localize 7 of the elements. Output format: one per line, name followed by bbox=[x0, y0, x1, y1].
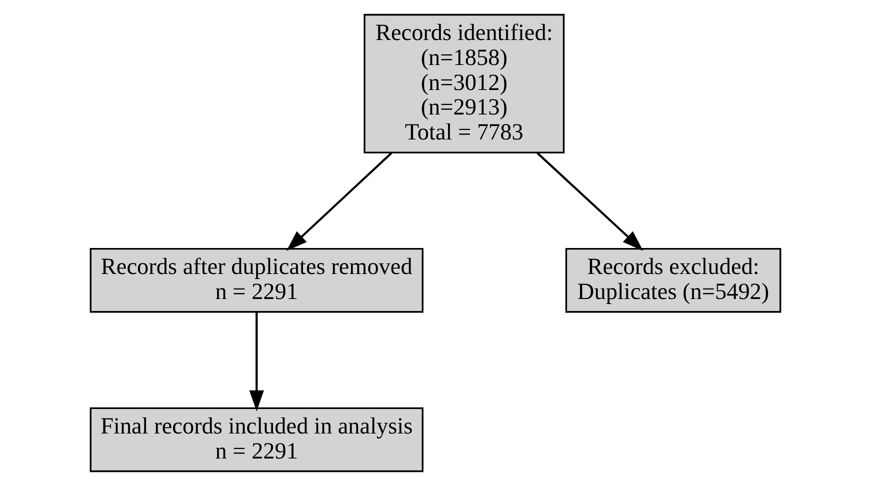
node-box: Records excluded: Duplicates (n=5492) bbox=[565, 248, 782, 313]
arrow bbox=[249, 312, 264, 412]
arrow bbox=[286, 152, 392, 251]
node-box: Final records included in analysis n = 2291 bbox=[90, 407, 424, 472]
node-box: Records identified: (n=1858) (n=3012) (n=2913) Total = 7783 bbox=[364, 14, 565, 154]
node-box: Records after duplicates removed n = 2291 bbox=[90, 248, 424, 313]
arrow bbox=[536, 152, 644, 251]
